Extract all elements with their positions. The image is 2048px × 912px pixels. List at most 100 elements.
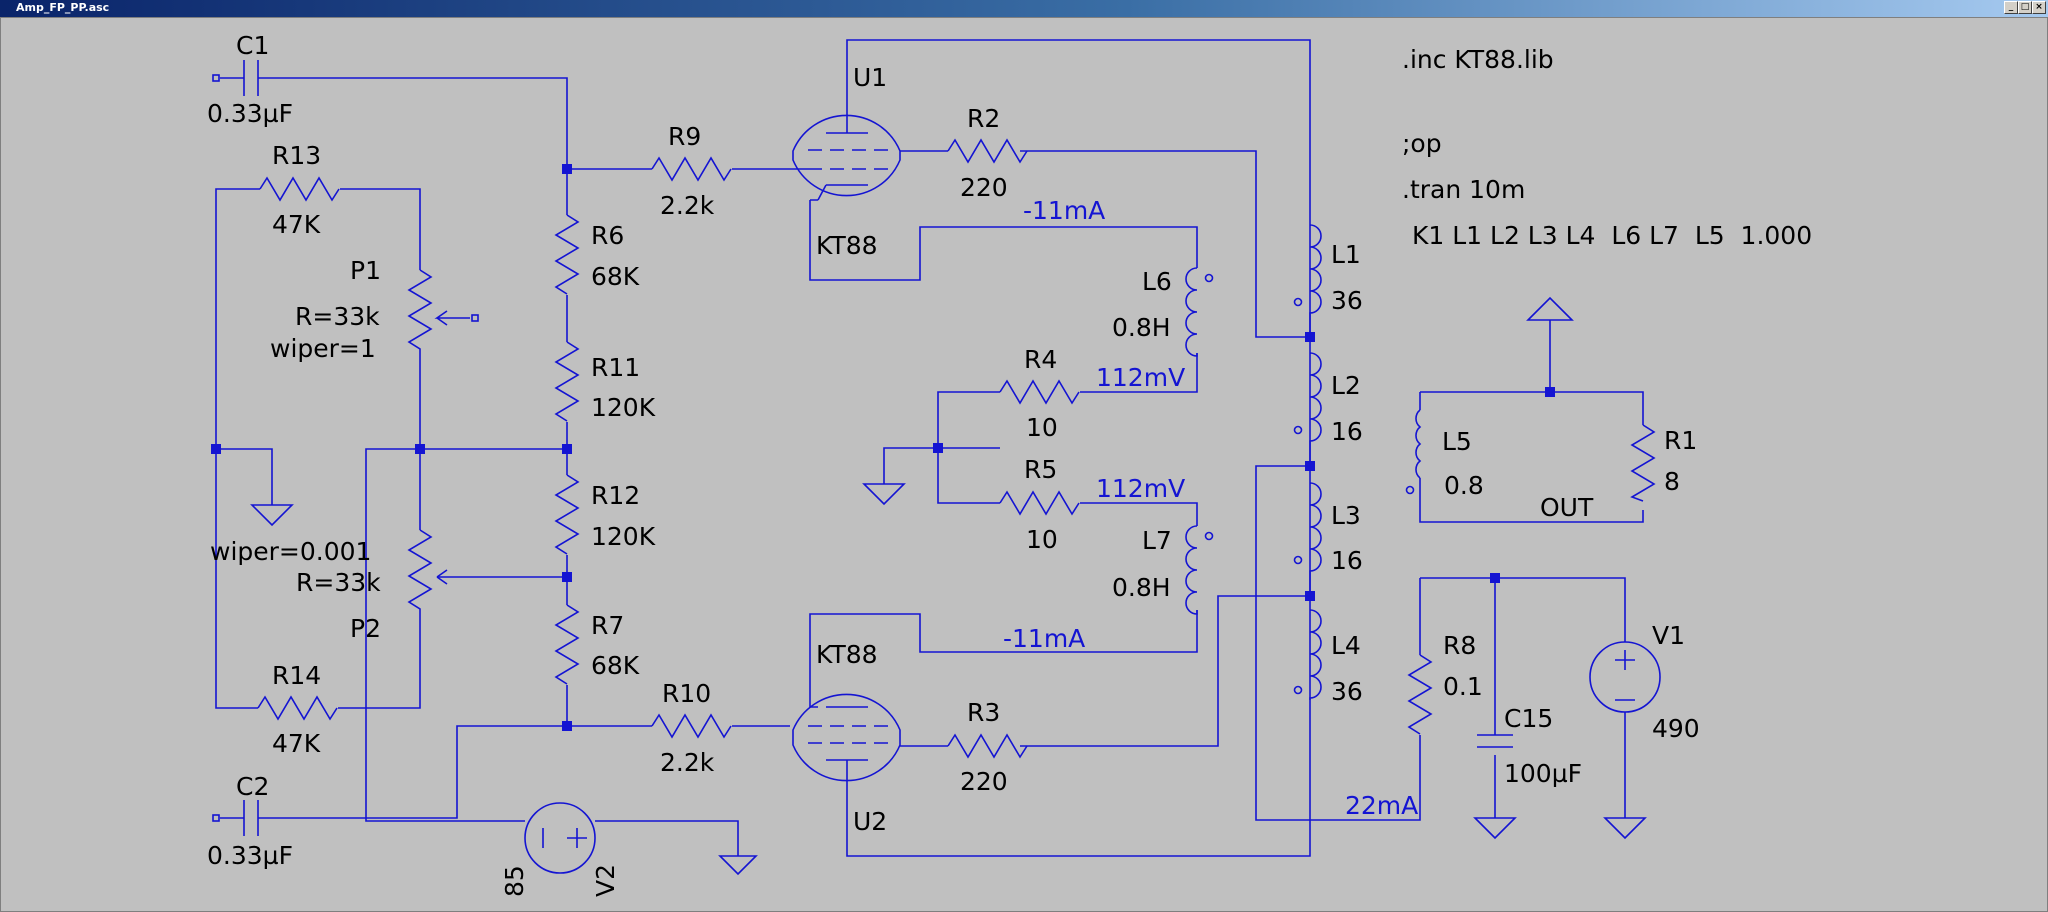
resistor-r4[interactable] <box>999 379 1080 405</box>
label-r1-value: 8 <box>1664 467 1680 496</box>
label-u2-model: KT88 <box>816 640 878 669</box>
label-out: OUT <box>1540 493 1594 522</box>
resistor-r12[interactable] <box>554 474 580 555</box>
title-bar: Amp_FP_PP.asc _ □ × <box>0 0 2048 17</box>
label-l2-ref: L2 <box>1331 371 1361 400</box>
resistor-r9[interactable] <box>651 156 732 182</box>
p1-terminal[interactable] <box>471 314 479 322</box>
resistor-r14[interactable] <box>257 695 338 721</box>
label-u1-model: KT88 <box>816 231 878 260</box>
maximize-button[interactable]: □ <box>2018 1 2032 14</box>
label-l7-value: 0.8H <box>1112 573 1171 602</box>
label-r11-ref: R11 <box>591 353 640 382</box>
label-r2-ref: R2 <box>967 104 1000 133</box>
inductor-l4[interactable] <box>1293 609 1322 700</box>
label-l6-ref: L6 <box>1142 267 1172 296</box>
resistor-r7[interactable] <box>554 604 580 685</box>
label-l4-ref: L4 <box>1331 631 1361 660</box>
probe-voltage-r4: 112mV <box>1096 363 1185 392</box>
wires[interactable] <box>215 39 1644 857</box>
voltage-source-v1[interactable] <box>1589 641 1661 713</box>
label-r14-ref: R14 <box>272 661 321 690</box>
resistor-r8[interactable] <box>1407 654 1433 735</box>
directive-include[interactable]: .inc KT88.lib <box>1402 45 1554 74</box>
label-r12-ref: R12 <box>591 481 640 510</box>
probe-voltage-r5: 112mV <box>1096 474 1185 503</box>
label-l4-value: 36 <box>1331 677 1363 706</box>
label-c2-ref: C2 <box>236 772 269 801</box>
label-r14-value: 47K <box>272 729 321 758</box>
label-r13-value: 47K <box>272 210 321 239</box>
label-r7-value: 68K <box>591 651 640 680</box>
label-r3-value: 220 <box>960 767 1008 796</box>
label-p1-wiper: wiper=1 <box>270 334 376 363</box>
voltage-source-v2[interactable] <box>524 802 596 874</box>
resistor-r6[interactable] <box>554 214 580 295</box>
resistor-r5[interactable] <box>999 490 1080 516</box>
label-c1-value: 0.33µF <box>207 99 293 128</box>
resistor-r11[interactable] <box>554 341 580 422</box>
resistor-r3[interactable] <box>947 733 1028 759</box>
tube-u1[interactable] <box>790 105 901 215</box>
label-p1-ref: P1 <box>350 256 381 285</box>
label-r1-ref: R1 <box>1664 426 1697 455</box>
label-l7-ref: L7 <box>1142 526 1172 555</box>
label-c1-ref: C1 <box>236 31 269 60</box>
inductor-l1[interactable] <box>1293 224 1322 337</box>
label-r4-ref: R4 <box>1024 345 1057 374</box>
potentiometer-p2[interactable] <box>407 529 448 630</box>
label-p2-r: R=33k <box>296 568 381 597</box>
ground-icon <box>250 504 294 527</box>
c2-input-terminal[interactable] <box>212 814 220 822</box>
label-r7-ref: R7 <box>591 611 624 640</box>
capacitor-c15[interactable] <box>1477 734 1513 748</box>
label-v2-value: 85 <box>500 865 529 897</box>
label-c2-value: 0.33µF <box>207 841 293 870</box>
label-l1-value: 36 <box>1331 286 1363 315</box>
capacitor-c1[interactable] <box>243 60 259 96</box>
tube-u2[interactable] <box>792 682 901 785</box>
inductor-l2[interactable] <box>1293 352 1322 466</box>
probe-current-top: -11mA <box>1023 196 1105 225</box>
label-c15-value: 100µF <box>1504 759 1582 788</box>
probe-supply-current: 22mA <box>1345 791 1418 820</box>
window-title: Amp_FP_PP.asc <box>16 1 110 14</box>
directive-coupling[interactable]: K1 L1 L2 L3 L4 L6 L7 L5 1.000 <box>1412 221 1812 250</box>
label-l5-value: 0.8 <box>1444 471 1484 500</box>
label-p1-r: R=33k <box>295 302 380 331</box>
inductor-l5[interactable] <box>1405 409 1422 495</box>
inductor-l3[interactable] <box>1293 482 1322 596</box>
resistor-r1[interactable] <box>1630 424 1656 502</box>
resistor-r10[interactable] <box>651 713 732 739</box>
resistor-r13[interactable] <box>259 176 340 202</box>
label-r11-value: 120K <box>591 393 656 422</box>
ground-icon <box>718 840 758 876</box>
ground-icon <box>862 483 906 506</box>
ground-icon <box>1603 817 1647 840</box>
label-r6-ref: R6 <box>591 221 624 250</box>
potentiometer-p1[interactable] <box>407 269 470 370</box>
inductor-l7[interactable] <box>1185 525 1214 615</box>
minimize-button[interactable]: _ <box>2004 1 2018 14</box>
label-r12-value: 120K <box>591 522 656 551</box>
output-port-icon[interactable] <box>1526 296 1574 321</box>
label-r2-value: 220 <box>960 173 1008 202</box>
label-r6-value: 68K <box>591 262 640 291</box>
resistor-r2[interactable] <box>947 138 1028 164</box>
capacitor-c2[interactable] <box>243 800 259 836</box>
close-button[interactable]: × <box>2032 1 2046 14</box>
label-c15-ref: C15 <box>1504 704 1553 733</box>
directive-op[interactable]: ;op <box>1402 129 1442 158</box>
c1-input-terminal[interactable] <box>212 74 220 82</box>
label-v2-ref: V2 <box>591 864 620 897</box>
label-v1-value: 490 <box>1652 714 1700 743</box>
inductor-l6[interactable] <box>1185 267 1214 357</box>
label-r9-value: 2.2k <box>660 191 715 220</box>
label-r9-ref: R9 <box>668 122 701 151</box>
probe-current-bottom: -11mA <box>1003 624 1085 653</box>
directive-tran[interactable]: .tran 10m <box>1402 175 1525 204</box>
label-r4-value: 10 <box>1026 413 1058 442</box>
label-l3-ref: L3 <box>1331 501 1361 530</box>
label-l2-value: 16 <box>1331 417 1363 446</box>
